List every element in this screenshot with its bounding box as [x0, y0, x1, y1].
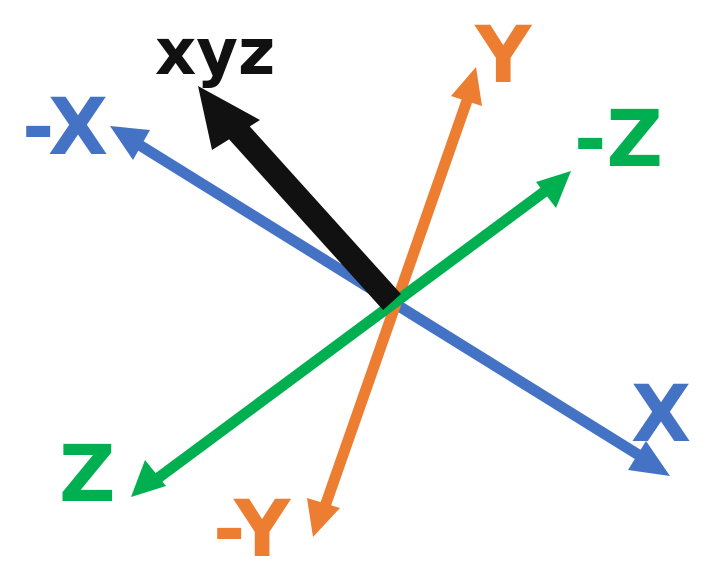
z-axis-line: [146, 181, 556, 489]
y-positive-label: Y: [474, 11, 533, 101]
x-axis-negative-arrowhead: [110, 126, 150, 160]
z-positive-label: Z: [59, 430, 116, 520]
z-axis-positive-arrowhead: [131, 460, 166, 497]
xyz-vector-arrowhead: [198, 86, 260, 150]
y-axis-positive-arrowhead: [451, 67, 482, 106]
xyz-vector-line: [217, 109, 401, 311]
xyz-vector-label: xyz: [155, 16, 275, 90]
x-axis-positive-arrowhead: [628, 441, 670, 476]
z-axis-negative-arrowhead: [536, 171, 571, 208]
z-axis: [131, 171, 571, 497]
z-negative-label: -Z: [574, 95, 663, 185]
x-negative-label: -X: [22, 83, 108, 173]
x-positive-label: X: [631, 370, 691, 460]
xyz-vector: [198, 86, 401, 311]
y-axis-negative-arrowhead: [307, 498, 340, 537]
y-negative-label: -Y: [213, 485, 292, 570]
